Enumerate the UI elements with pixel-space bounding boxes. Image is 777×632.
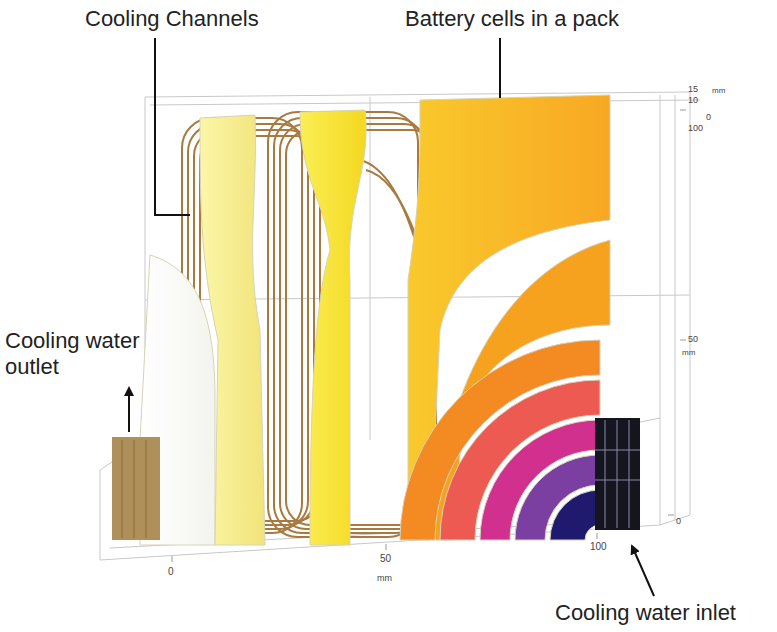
axis-unit: mm xyxy=(682,348,695,358)
outlet-block xyxy=(112,437,160,540)
bounding-box xyxy=(100,92,700,560)
axis-unit: mm xyxy=(377,573,392,584)
axis-tick-label: 15 xyxy=(688,84,698,95)
axis-unit: mm xyxy=(712,86,725,96)
axis-tick-label: 0 xyxy=(676,516,681,527)
inlet-block xyxy=(595,418,640,530)
leader-line xyxy=(129,38,654,596)
axis-tick-label: 100 xyxy=(688,123,703,134)
axis-tick-label: 50 xyxy=(688,334,698,345)
axis-tick-label: 0 xyxy=(168,566,174,578)
axis-tick-label: 0 xyxy=(706,112,711,123)
axis-tick-label: 100 xyxy=(590,541,607,553)
callout-label: Cooling water inlet xyxy=(555,600,736,626)
callout-label: Cooling water outlet xyxy=(5,328,180,381)
axis-tick-label: 50 xyxy=(380,553,391,565)
callout-label: Cooling Channels xyxy=(85,6,259,32)
callout-label: Battery cells in a pack xyxy=(405,6,619,32)
axis-tick-label: 10 xyxy=(688,95,698,106)
battery-cell xyxy=(140,95,610,545)
